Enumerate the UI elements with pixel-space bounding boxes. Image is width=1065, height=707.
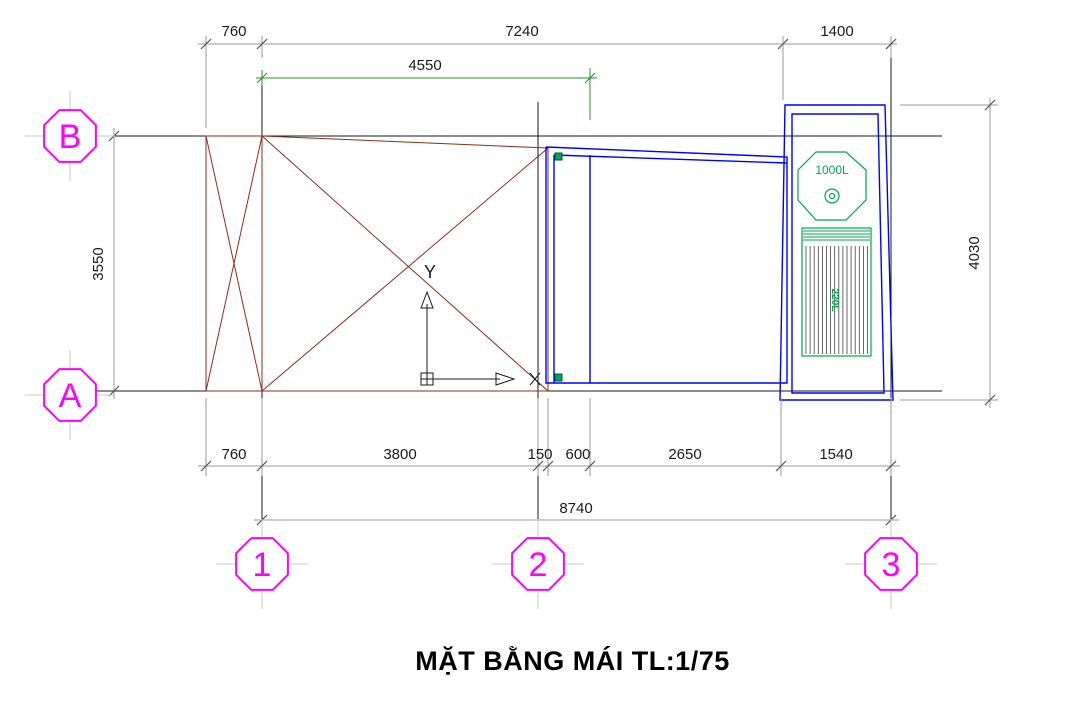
dimension-tick <box>984 394 996 406</box>
dim-tick <box>256 72 268 84</box>
parapet-outline <box>545 104 894 401</box>
dim-bottom-2: 3800 <box>383 446 416 463</box>
grid-bubble-3: 3 <box>864 537 918 591</box>
grid-label-b: B <box>59 118 82 156</box>
main-roof-diagonal <box>261 147 549 392</box>
drawing-title: MẶT BẰNG MÁI TL:1/75 <box>415 646 730 676</box>
ucs-x-arrow <box>495 372 516 386</box>
dimension-tick <box>775 460 787 472</box>
grid-bubble-outline <box>43 368 97 422</box>
dimension-tick <box>885 38 897 50</box>
dimension-tick <box>777 38 789 50</box>
grid-label-3: 3 <box>882 546 901 584</box>
dimension-tick <box>584 460 596 472</box>
grid-label-2: 2 <box>529 546 548 584</box>
overhang-diagonal <box>205 135 263 392</box>
dim-bottom-1: 760 <box>221 446 246 463</box>
dimension-lines <box>113 36 998 521</box>
dim-overall: 8740 <box>559 500 592 517</box>
main-roof-diagonal <box>261 135 549 392</box>
water-tank-outline <box>797 151 867 221</box>
grid-label-1: 1 <box>253 546 272 584</box>
grid-bubble-1: 1 <box>235 537 289 591</box>
grid-bubble-outline <box>864 537 918 591</box>
stair-roof-inner <box>791 113 885 394</box>
grid-bubble-outline <box>511 537 565 591</box>
dim-tick <box>584 72 596 84</box>
dimension-tick <box>256 38 268 50</box>
stair-roof-outer <box>779 104 894 401</box>
dim-line-upper <box>256 68 597 120</box>
grid-bubble-outline <box>235 537 289 591</box>
ucs-x-end-mark <box>529 372 541 386</box>
grid-label-a: A <box>59 377 82 415</box>
solar-heater-tubes <box>805 246 868 354</box>
dim-top-2: 7240 <box>505 23 538 40</box>
dim-bottom-5: 2650 <box>668 446 701 463</box>
bubble-leaders <box>25 91 937 609</box>
solar-heater-outline <box>801 227 872 357</box>
ucs-y-label: Y <box>424 262 436 282</box>
dimension-tick <box>108 385 120 397</box>
dim-bottom-4: 600 <box>565 446 590 463</box>
column-marker <box>554 152 563 161</box>
dimension-tick <box>200 38 212 50</box>
dimension-tick <box>256 460 268 472</box>
dim-right: 4030 <box>966 236 983 269</box>
water-tank-outlet-center <box>828 192 836 200</box>
dim-left: 3550 <box>90 247 107 280</box>
grid-bubble-2: 2 <box>511 537 565 591</box>
dimension-tick <box>542 460 554 472</box>
ucs-y-arrow <box>420 290 434 309</box>
dimension-tick <box>885 460 897 472</box>
grid-bubble-outline <box>43 109 97 163</box>
roof-slab-panels <box>205 135 549 392</box>
dim-upper: 4550 <box>408 57 441 74</box>
dim-top-3: 1400 <box>820 23 853 40</box>
water-tank <box>797 151 867 221</box>
parapet-outer <box>545 146 788 384</box>
solar-water-heater <box>801 227 872 357</box>
column-marker <box>554 373 563 382</box>
ucs-icon <box>420 290 541 386</box>
dim-bottom-3: 150 <box>527 446 552 463</box>
grid-bubble-a: A <box>43 368 97 422</box>
water-tank-outlet <box>824 188 840 204</box>
solar-heater-header <box>803 230 870 241</box>
dim-bottom-6: 1540 <box>819 446 852 463</box>
parapet-inner-top <box>553 154 788 164</box>
dimension-tick <box>532 460 544 472</box>
dim-top-1: 760 <box>221 23 246 40</box>
water-tank-label: 1000L <box>815 163 849 177</box>
grid-bubble-b: B <box>43 109 97 163</box>
solar-heater-label: 220L <box>829 289 840 312</box>
dimension-tick <box>200 460 212 472</box>
dimension-tick <box>984 99 996 111</box>
grid-lines <box>95 44 942 545</box>
